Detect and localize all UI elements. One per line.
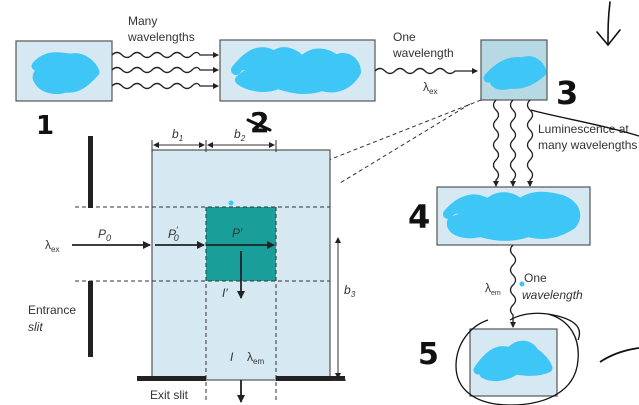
many-wavelengths-arrows bbox=[111, 51, 219, 90]
luminescence-line2: many wavelengths bbox=[538, 138, 637, 152]
emission-monochromator-box bbox=[436, 186, 591, 246]
entrance-slit-upper bbox=[88, 136, 93, 208]
P0-label: P0 bbox=[98, 227, 111, 243]
handwritten-number-4: 4 bbox=[408, 198, 430, 236]
scribble-redaction bbox=[473, 340, 553, 382]
inset-lambda-em-label: λem bbox=[247, 350, 264, 366]
entrance-slit-lower bbox=[88, 281, 93, 357]
exit-slit-left bbox=[137, 376, 206, 381]
I-label: I bbox=[230, 350, 234, 364]
one-label: One bbox=[524, 271, 547, 285]
inset-lambda-ex-label: λex bbox=[45, 238, 59, 254]
exit-slit-right bbox=[276, 376, 345, 381]
handwritten-stroke bbox=[246, 118, 272, 132]
excitation-wave-arrow bbox=[374, 67, 478, 75]
entrance-slit-label-line2: slit bbox=[28, 320, 43, 334]
many-label-line1: Many bbox=[128, 14, 157, 28]
handwritten-down-arrow-icon bbox=[596, 1, 621, 47]
one-wavelength-line1: One bbox=[393, 30, 416, 44]
P0prime-label: P′0 bbox=[168, 225, 179, 243]
handwritten-dash bbox=[599, 347, 639, 363]
lambda-ex-label: λex bbox=[423, 80, 437, 96]
entrance-slit-label-line1: Entrance bbox=[28, 303, 76, 317]
Iprime-label: I′ bbox=[222, 286, 228, 300]
scribble-redaction bbox=[483, 56, 547, 90]
blue-dot bbox=[228, 200, 234, 206]
handwritten-number-2: 2 bbox=[250, 106, 269, 139]
one-wavelength-line2: wavelength bbox=[392, 46, 454, 60]
emission-wave-arrow bbox=[509, 244, 517, 328]
excitation-monochromator-box bbox=[219, 39, 376, 102]
luminescence-arrows bbox=[492, 99, 534, 187]
source-box bbox=[15, 40, 113, 102]
b1-label: b1 bbox=[172, 127, 183, 143]
Pprime-label: P′ bbox=[232, 226, 243, 240]
blue-dot bbox=[519, 281, 525, 287]
handwritten-circle bbox=[455, 312, 581, 405]
luminescence-line1: Luminescence at bbox=[538, 122, 629, 136]
scribble-redaction bbox=[231, 47, 361, 95]
handwritten-strike-line bbox=[530, 109, 639, 137]
many-label-line2: wavelengths bbox=[127, 30, 195, 44]
scribble-redaction bbox=[31, 52, 100, 95]
detector-box bbox=[469, 328, 558, 397]
b3-label: b3 bbox=[344, 283, 356, 299]
handwritten-number-3: 3 bbox=[556, 74, 578, 112]
scribble-redaction bbox=[443, 191, 581, 241]
sample-cell-box bbox=[480, 39, 548, 101]
b2-label: b2 bbox=[234, 127, 246, 143]
cell-geometry-inset: b1 b2 b3 λex P0 P′0 P′ I′ I λem Entrance… bbox=[28, 127, 356, 403]
lambda-em-label: λem bbox=[485, 281, 501, 297]
one-wavelength-label: wavelength bbox=[522, 288, 583, 302]
zoom-guide-lines bbox=[315, 99, 482, 184]
handwritten-number-5: 5 bbox=[418, 337, 439, 372]
handwritten-number-1: 1 bbox=[36, 111, 54, 141]
exit-slit-label: Exit slit bbox=[150, 388, 189, 402]
